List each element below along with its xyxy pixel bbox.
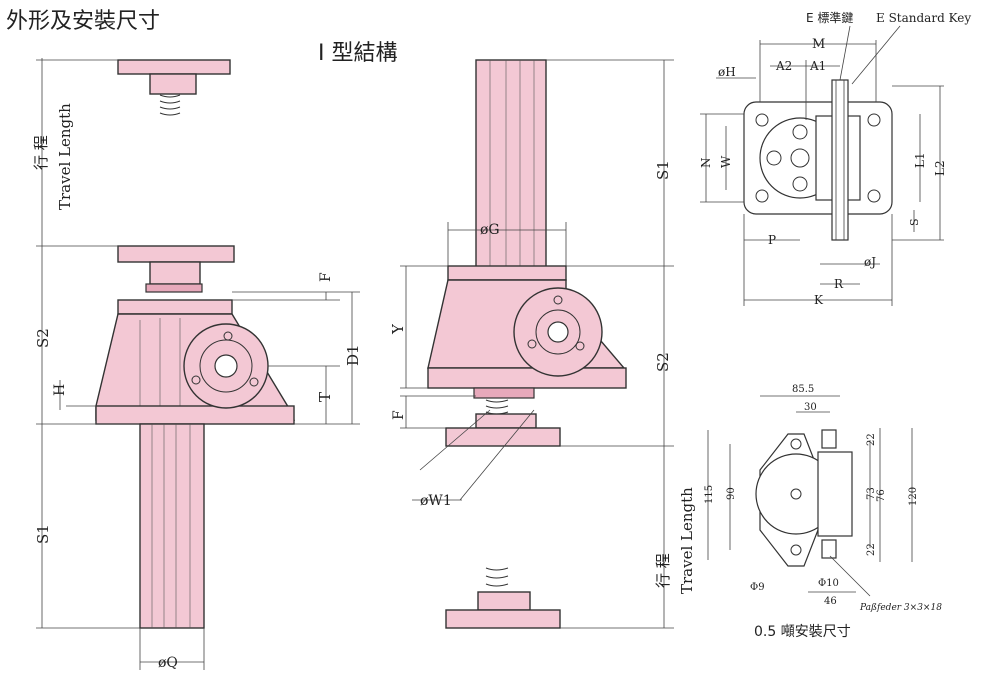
dim-f-mid: F: [391, 410, 407, 420]
dim-a2: A2: [775, 59, 792, 73]
lower-plate-mid: [445, 427, 561, 447]
half-ton-caption: 0.5 噸安裝尺寸: [754, 624, 851, 640]
key-slot-top: [821, 429, 837, 449]
dim-s1-left: S1: [34, 524, 52, 544]
dim-90: 90: [726, 487, 737, 500]
thread-raised: [159, 94, 181, 116]
key-label-cn: E 標準鍵: [806, 10, 853, 25]
dim-g-mid: øG: [480, 222, 500, 238]
dim-j: øJ: [864, 255, 876, 269]
gearbox-top: [117, 299, 233, 315]
top-neck-raised: [149, 73, 197, 95]
key-slot-bottom: [821, 539, 837, 559]
top-right-view: E 標準鍵 E Standard Key: [699, 10, 971, 307]
thread-lowered: [485, 567, 509, 587]
travel-label-en-mid: Travel Length: [678, 487, 696, 594]
dim-phi9: Φ9: [750, 582, 765, 593]
dim-q-left: øQ: [158, 655, 178, 671]
dim-s2-left: S2: [34, 328, 52, 348]
thread-mid: [485, 399, 509, 415]
screw-collar-mid: [473, 387, 535, 399]
dim-h-tr: øH: [718, 65, 736, 79]
worm-shaft-end: [214, 354, 238, 378]
lower-neck-lowered: [477, 591, 531, 611]
bottom-right-view: 85.5 30 115 90 22 73 76 120 22 Φ9 Φ10 46…: [704, 384, 942, 640]
travel-label-cn-left: 行 程: [32, 135, 50, 170]
page-title: 外形及安裝尺寸: [6, 9, 160, 34]
dim-n: N: [699, 158, 713, 169]
travel-label-en-left: Travel Length: [56, 103, 74, 210]
dim-76: 76: [876, 489, 887, 502]
dim-22-bottom: 22: [866, 543, 877, 556]
screw-top: [475, 59, 547, 271]
lower-plate-lowered: [445, 609, 561, 629]
worm-side-br: [817, 451, 853, 537]
top-plate-raised: [117, 59, 231, 75]
gearbox-top-mid: [447, 265, 567, 281]
gearbox-base: [95, 405, 295, 425]
lifting-screw: [139, 423, 205, 629]
left-view: 行 程 Travel Length F S2 D1 H T S1 øQ: [32, 58, 362, 671]
dim-w1-mid: øW1: [420, 493, 452, 509]
dim-85-5: 85.5: [792, 384, 814, 395]
top-neck: [149, 261, 201, 285]
dim-phi10: Φ10: [818, 578, 839, 589]
dim-s1-mid: S1: [654, 160, 672, 180]
key-label-en: E Standard Key: [876, 11, 971, 25]
dim-h-left: H: [52, 384, 68, 396]
dim-p: P: [768, 233, 776, 247]
dim-s-tr: S: [908, 218, 921, 226]
dim-46: 46: [824, 596, 837, 607]
worm-shaft: [831, 79, 849, 241]
dim-t-left: T: [316, 392, 334, 402]
structure-title: I 型結構: [318, 41, 397, 66]
dim-y-mid: Y: [389, 323, 407, 335]
middle-view: øG Y F øW1 S1 S2 行 程 Travel Length: [389, 59, 696, 629]
dim-73: 73: [866, 487, 877, 500]
dim-r: R: [834, 277, 844, 291]
dim-30: 30: [804, 402, 817, 413]
dim-m: M: [812, 37, 825, 52]
top-plate: [117, 245, 235, 263]
travel-label-cn-mid: 行 程: [654, 553, 672, 588]
lower-neck-mid: [475, 413, 537, 429]
dim-115: 115: [704, 485, 715, 504]
dim-120: 120: [908, 487, 919, 506]
dim-k: K: [814, 293, 824, 307]
dim-f-left: F: [318, 272, 334, 282]
dim-l1: L1: [913, 152, 927, 168]
dim-22-top: 22: [866, 433, 877, 446]
worm-shaft-end-mid: [547, 321, 569, 343]
pass-feder-label: Paßfeder 3×3×18: [859, 603, 942, 613]
dim-a1: A1: [809, 59, 826, 73]
gearbox-base-mid: [427, 367, 627, 389]
thread-collar: [145, 283, 203, 293]
dim-w: W: [719, 155, 733, 168]
dim-d1-left: D1: [344, 344, 362, 366]
dim-l2: L2: [933, 160, 947, 176]
dim-s2-mid: S2: [654, 352, 672, 372]
